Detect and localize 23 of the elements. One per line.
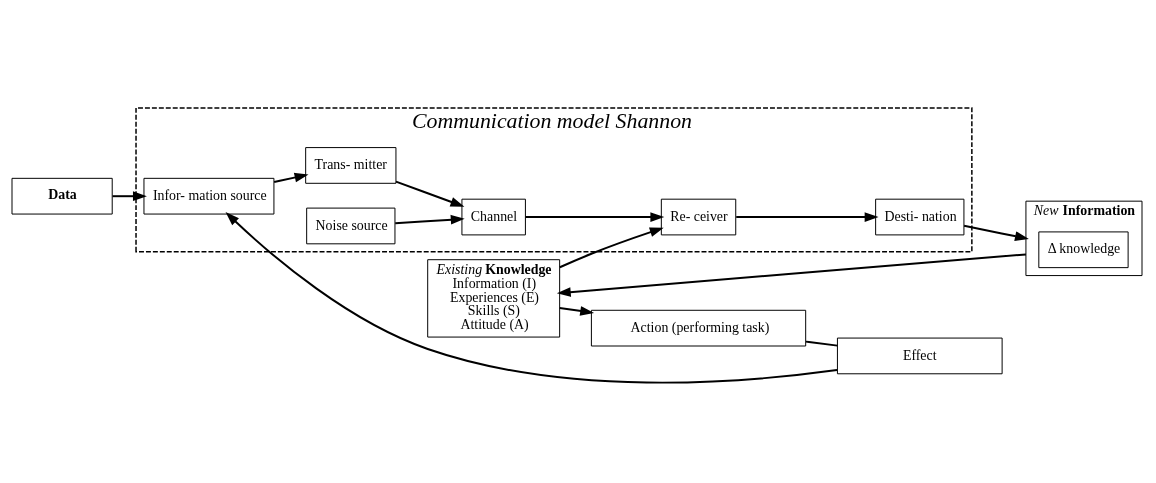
arrow	[395, 180, 465, 207]
node-box: Δ knowledge	[1038, 231, 1129, 269]
node-box: Data	[11, 177, 113, 215]
arrow	[225, 212, 838, 384]
node-box: Channel	[461, 198, 526, 236]
arrow	[394, 214, 465, 225]
arrow	[735, 212, 879, 222]
node-box: Desti- nation	[875, 198, 965, 236]
node-box: Infor- mation source	[143, 177, 275, 215]
arrow	[558, 306, 595, 316]
node-box: Effect	[836, 337, 1003, 375]
arrow	[556, 253, 1027, 297]
arrow	[111, 191, 147, 202]
connector	[804, 340, 839, 347]
arrow	[963, 224, 1029, 241]
arrow	[273, 172, 309, 184]
node-box: Action (performing task)	[590, 309, 807, 347]
node-box: Trans- mitter	[305, 147, 397, 184]
arrow	[558, 227, 664, 269]
node-box: Existing Knowledge Information (I) Experiences (E) Skills (S) Attitude (A)	[427, 259, 561, 338]
node-box: Re- ceiver	[660, 198, 737, 236]
arrow	[524, 212, 665, 222]
node-box: Noise source	[306, 207, 396, 245]
